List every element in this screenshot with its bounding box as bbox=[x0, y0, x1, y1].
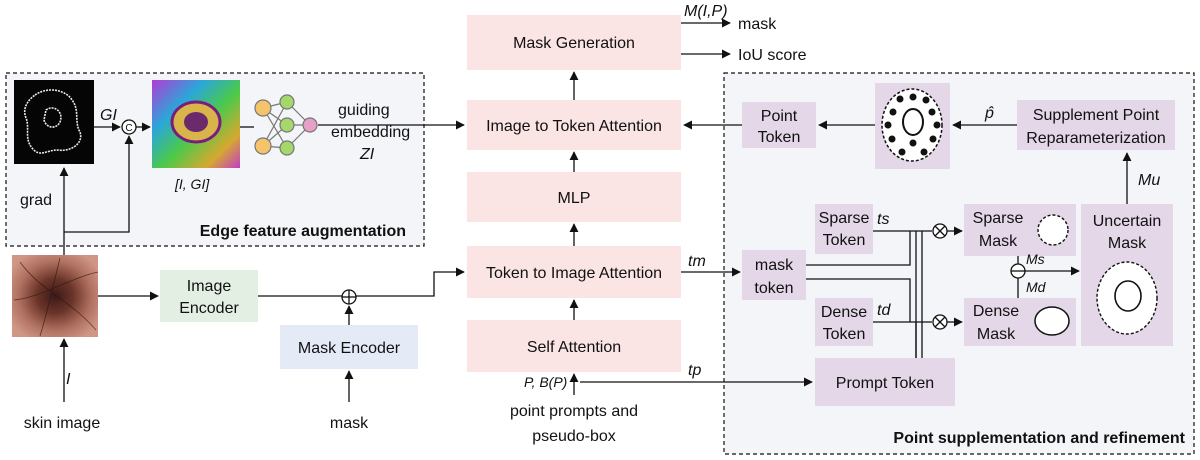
token-to-image-attention-block bbox=[467, 246, 681, 298]
grad-label: grad bbox=[20, 192, 52, 209]
point-token-label-line1: Point bbox=[761, 108, 798, 125]
prompt-token-label: Prompt Token bbox=[836, 375, 934, 392]
output-mask-symbol: M(I,P) bbox=[684, 3, 728, 20]
uncertain-mask-label-line2: Mask bbox=[1108, 235, 1147, 252]
minus-operator bbox=[1010, 263, 1026, 279]
dense-token-block bbox=[815, 298, 873, 346]
image-encoder-label-line2: Encoder bbox=[179, 300, 239, 317]
concat-symbol: C bbox=[125, 123, 132, 134]
prompt-input-symbol: P, B(P) bbox=[524, 374, 567, 390]
supplement-point-block bbox=[1017, 100, 1175, 150]
heatmap-core bbox=[184, 112, 208, 132]
uncertain-mask-label-line1: Uncertain bbox=[1093, 213, 1161, 230]
tp-label: tp bbox=[688, 362, 701, 379]
mask-generation-label: Mask Generation bbox=[513, 35, 635, 52]
prompt-token-block bbox=[815, 358, 955, 406]
dense-mask-shape bbox=[1034, 306, 1070, 336]
skin-hair bbox=[13, 257, 99, 337]
mu-label: Mu bbox=[1138, 172, 1160, 189]
edge-gradient-image bbox=[14, 80, 94, 164]
supplement-point-label-line2: Reparameterization bbox=[1026, 130, 1166, 147]
point-token-label-line2: Token bbox=[758, 129, 801, 146]
point-mask-core bbox=[902, 108, 924, 136]
zi-label: ZI bbox=[359, 146, 375, 163]
edge-gradient-contour bbox=[23, 89, 82, 154]
concat-input-label: [I, GI] bbox=[174, 176, 210, 192]
point-supplementation-title: Point supplementation and refinement bbox=[893, 430, 1185, 447]
mask-encoder-block bbox=[280, 325, 418, 369]
iou-score-label: IoU score bbox=[738, 47, 807, 64]
ms-label: Ms bbox=[1026, 251, 1045, 267]
supplement-points bbox=[884, 93, 941, 156]
multiply-operator-dense bbox=[932, 314, 948, 330]
edge-feature-title: Edge feature augmentation bbox=[200, 223, 406, 240]
supplement-point-label-line1: Supplement Point bbox=[1033, 107, 1160, 124]
sparse-mask-shape bbox=[1037, 214, 1069, 246]
sparse-token-label-line2: Token bbox=[823, 232, 866, 249]
image-to-token-attention-label: Image to Token Attention bbox=[486, 118, 662, 135]
self-attention-block bbox=[467, 320, 681, 372]
mlp-label: MLP bbox=[558, 190, 591, 207]
image-input-symbol: I bbox=[66, 371, 71, 388]
self-attention-label: Self Attention bbox=[527, 339, 621, 356]
multiply-operator-sparse bbox=[932, 223, 948, 239]
mask-token-label-line1: mask bbox=[755, 257, 794, 274]
mlp-block bbox=[467, 172, 681, 222]
skin-image-label: skin image bbox=[24, 415, 101, 432]
dense-mask-label-line2: Mask bbox=[977, 326, 1016, 343]
td-label: td bbox=[877, 302, 891, 319]
output-mask-label: mask bbox=[738, 16, 777, 33]
mask-generation-block bbox=[467, 15, 681, 70]
add-operator bbox=[341, 289, 357, 305]
p-hat-label: p̂ bbox=[984, 105, 994, 122]
mask-input-label: mask bbox=[330, 415, 369, 432]
image-to-token-attention-block bbox=[467, 100, 681, 150]
point-token-block bbox=[742, 102, 816, 148]
mask-encoder-label: Mask Encoder bbox=[298, 340, 401, 357]
connectors bbox=[59, 18, 1132, 402]
uncertain-mask-inner bbox=[1114, 280, 1142, 312]
gi-label: GI bbox=[100, 107, 117, 124]
skin-image bbox=[12, 255, 98, 337]
token-to-image-attention-label: Token to Image Attention bbox=[486, 265, 662, 282]
dense-token-label-line1: Dense bbox=[821, 304, 867, 321]
md-label: Md bbox=[1026, 279, 1047, 295]
mask-token-label-line2: token bbox=[754, 280, 793, 297]
point-prompts-label-line1: point prompts and bbox=[510, 403, 638, 420]
sparse-mask-label-line1: Sparse bbox=[973, 210, 1024, 227]
sparse-mask-label-line2: Mask bbox=[979, 233, 1018, 250]
neural-network-icon bbox=[254, 94, 318, 156]
sparse-token-label-line1: Sparse bbox=[819, 210, 870, 227]
image-encoder-label-line1: Image bbox=[187, 278, 232, 295]
guiding-label: guiding bbox=[338, 102, 390, 119]
mask-token-block bbox=[742, 250, 806, 300]
embedding-label: embedding bbox=[331, 124, 410, 141]
tm-label: tm bbox=[688, 253, 706, 270]
point-prompts-label-line2: pseudo-box bbox=[532, 428, 616, 445]
image-encoder-block bbox=[160, 270, 258, 322]
sparse-token-block bbox=[815, 204, 873, 254]
ts-label: ts bbox=[877, 211, 889, 228]
dense-token-label-line2: Token bbox=[823, 326, 866, 343]
dense-mask-label-line1: Dense bbox=[973, 303, 1019, 320]
